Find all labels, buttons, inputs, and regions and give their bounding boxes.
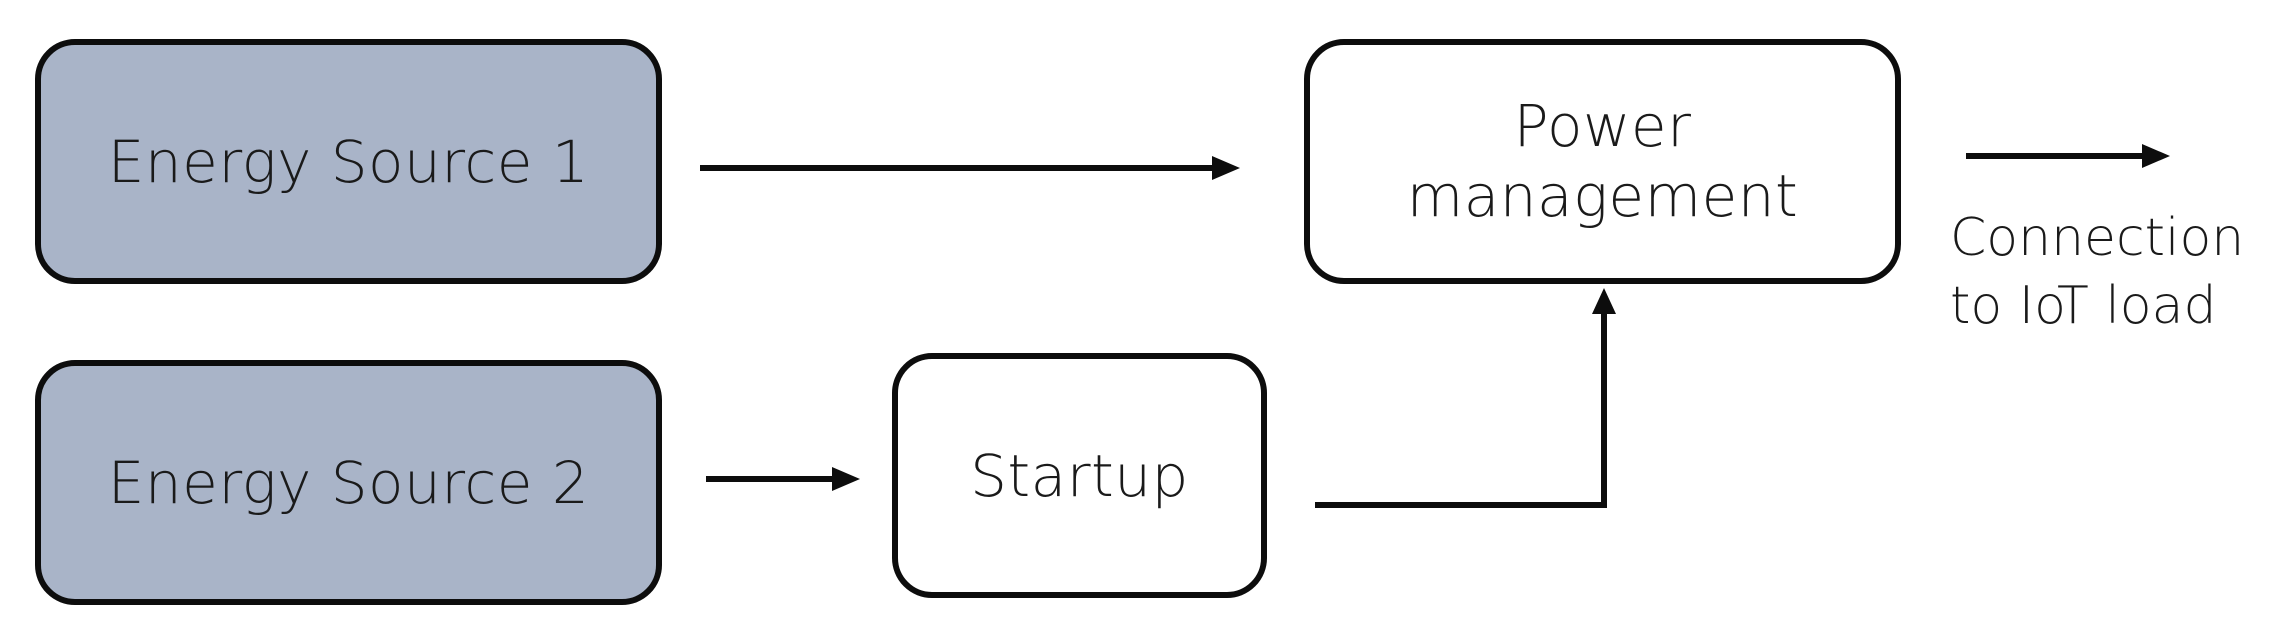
arrowhead-icon bbox=[1212, 156, 1240, 180]
node-energy-source-2: Energy Source 2 bbox=[35, 360, 662, 605]
node-label: Energy Source 2 bbox=[107, 448, 590, 517]
arrow-line bbox=[1315, 300, 1607, 508]
output-label: Connection to IoT load bbox=[1950, 205, 2244, 340]
arrowhead-icon bbox=[832, 467, 860, 491]
arrowhead-icon bbox=[1592, 288, 1616, 314]
arrowhead-icon bbox=[2142, 144, 2170, 168]
node-label-line-1: Power bbox=[1513, 91, 1692, 160]
node-label: Startup bbox=[970, 441, 1189, 510]
node-label: Energy Source 1 bbox=[107, 127, 590, 196]
node-label: Power management bbox=[1407, 92, 1799, 231]
edge-startup-to-power bbox=[1315, 288, 1616, 508]
node-label-line-2: management bbox=[1406, 161, 1799, 230]
edge-source2-to-startup bbox=[706, 467, 860, 491]
edge-source1-to-power bbox=[700, 156, 1240, 180]
node-startup: Startup bbox=[892, 353, 1267, 598]
output-label-line-1: Connection bbox=[1950, 208, 2245, 268]
node-energy-source-1: Energy Source 1 bbox=[35, 39, 662, 284]
edge-power-to-output bbox=[1966, 144, 2170, 168]
output-label-line-2: to IoT load bbox=[1950, 275, 2217, 336]
node-power-management: Power management bbox=[1304, 39, 1901, 284]
